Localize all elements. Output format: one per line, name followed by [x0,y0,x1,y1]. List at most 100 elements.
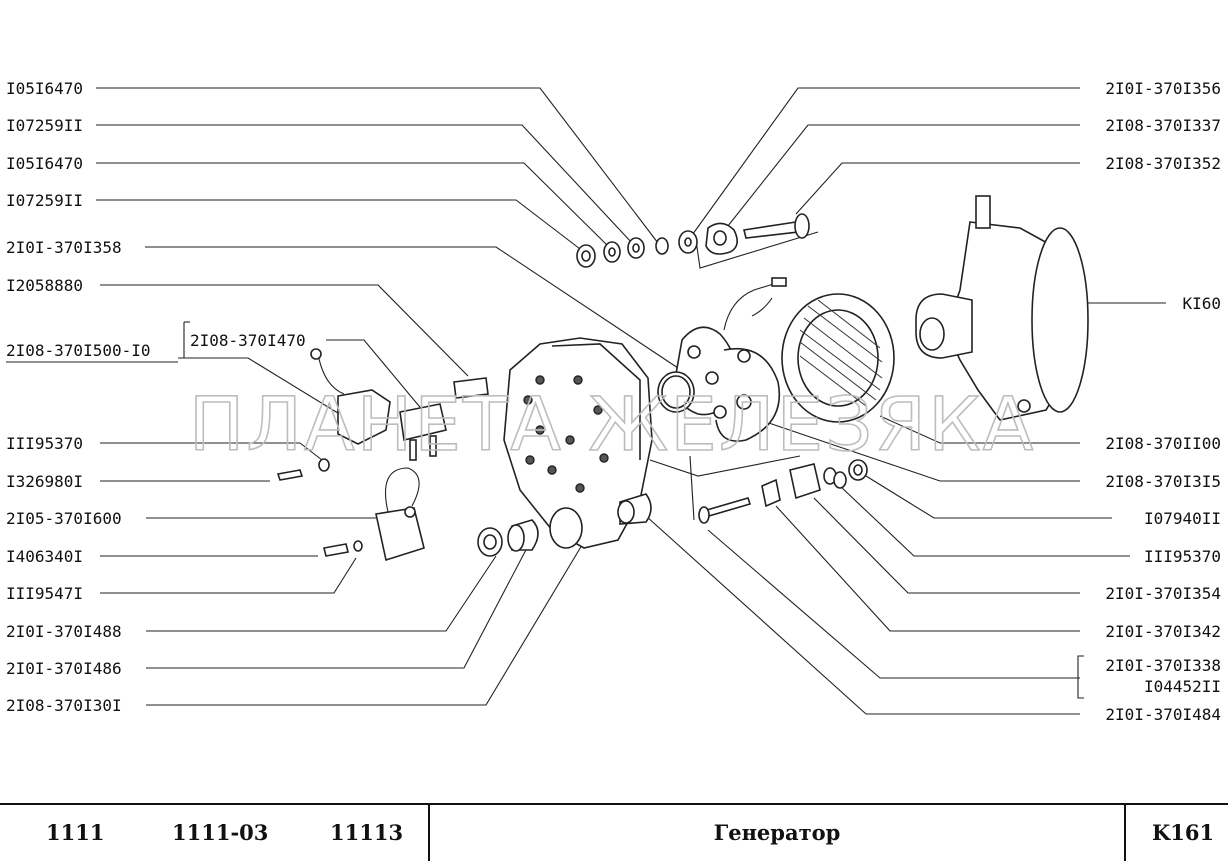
leader-line [100,442,323,461]
leader-line [865,475,1112,519]
label-part: I406340I [6,547,83,566]
washer-hole [608,247,616,257]
label-part: I05I6470 [6,154,83,173]
right-labels: 2I0I-370I356 2I08-370I337 2I08-370I352 K… [1105,79,1221,724]
washer [353,540,363,552]
axis-line [649,455,801,477]
label-part: I05I6470 [6,79,83,98]
model-code: 1111 [46,820,105,845]
parts-diagram: I05I6470 I07259II I05I6470 I07259II 2I0I… [6,79,1221,724]
wire [723,281,781,331]
screw [323,543,349,557]
leader-line [178,357,347,419]
label-part: 2I0I-370I342 [1105,622,1221,641]
leader-line [839,485,1130,557]
diode [736,394,752,410]
wire-terminal [771,277,787,287]
wire [751,297,773,317]
label-part: I2058880 [6,276,83,295]
mount-hole [1017,399,1031,413]
regulator-wire [317,353,345,395]
washer [833,471,847,489]
footer-divider [428,805,430,861]
label-part: 2I0I-370I356 [1105,79,1221,98]
label-part: I07259II [6,116,83,135]
label-part: 2I08-370I352 [1105,154,1221,173]
voltage-regulator [337,389,391,445]
bolt-head [794,213,810,239]
label-part: 2I05-370I600 [6,509,122,528]
label-part: I07259II [6,191,83,210]
leader-line [96,199,585,253]
leader-lines [6,87,1166,715]
bushing-face [507,524,525,552]
nut-hole [581,250,591,262]
label-part: 2I0I-370I358 [6,238,122,257]
label-part: 2I0I-370I484 [1105,705,1221,724]
front-housing [915,195,1089,421]
regulator-group [276,348,489,562]
leader-line [100,284,469,377]
shaft [975,195,991,229]
stator [781,293,895,423]
leader-line [775,505,1080,632]
axis-line [689,455,695,521]
terminal [409,439,417,461]
leader-line [879,415,1080,444]
diode [687,345,701,359]
housing-flange [1031,227,1089,413]
label-part: I07940II [1144,509,1221,528]
label-part: 2I08-370I470 [190,331,306,350]
label-part: 2I0I-370I488 [6,622,122,641]
label-part: 2I0I-370I486 [6,659,122,678]
leader-line [707,529,1080,679]
footer-divider [1124,805,1126,861]
nut-hole [632,243,640,253]
leader-line [719,124,1080,237]
insulator-face [617,500,635,524]
rectifier-plate-2 [715,348,780,442]
rear-housing [503,337,653,549]
label-part: 2I08-370I337 [1105,116,1221,135]
left-labels: I05I6470 I07259II I05I6470 I07259II 2I0I… [6,79,306,715]
leader-line [759,419,1080,482]
diode [713,405,727,419]
terminal-hardware [698,459,868,524]
wire-eyelet [310,348,322,360]
long-bolt [743,221,799,239]
model-code: 1111-03 [172,820,269,845]
diode [705,371,719,385]
leader-line [96,87,659,244]
terminal [429,435,437,457]
leader-line [795,162,1080,215]
label-part: III9547I [6,584,83,603]
screw [276,469,304,481]
leader-line [146,545,529,669]
nut-hole [853,464,863,476]
label-part: 2I0I-370I354 [1105,584,1221,603]
washer-hole [684,237,692,247]
insulating-bushing [789,463,821,500]
label-part: 2I0I-370I338 [1105,656,1221,675]
label-part: 2I08-370I30I [6,696,122,715]
diode [737,349,751,363]
leader-line [145,246,691,377]
watermark: ПЛАНЕТА ЖЕЛЕЗЯКА [189,382,1036,468]
leader-line [689,87,1080,239]
clip [761,478,781,508]
wire-eyelet [404,506,416,518]
washer [318,458,330,472]
brush-holder [399,403,447,441]
label-part: 2I08-370II00 [1105,434,1221,453]
label-part: KI60 [1182,294,1221,313]
label-part-assembly: 2I08-370I500-I0 [6,341,151,360]
bolt-head [698,506,710,524]
label-part: 2I08-370I3I5 [1105,472,1221,491]
leader-line [96,124,633,244]
bearing-group [477,493,652,557]
leader-line [146,555,497,632]
washer-part [655,237,669,255]
model-code: 11113 [330,820,404,845]
slip-ring-face [919,317,945,351]
leader-line [326,339,425,413]
